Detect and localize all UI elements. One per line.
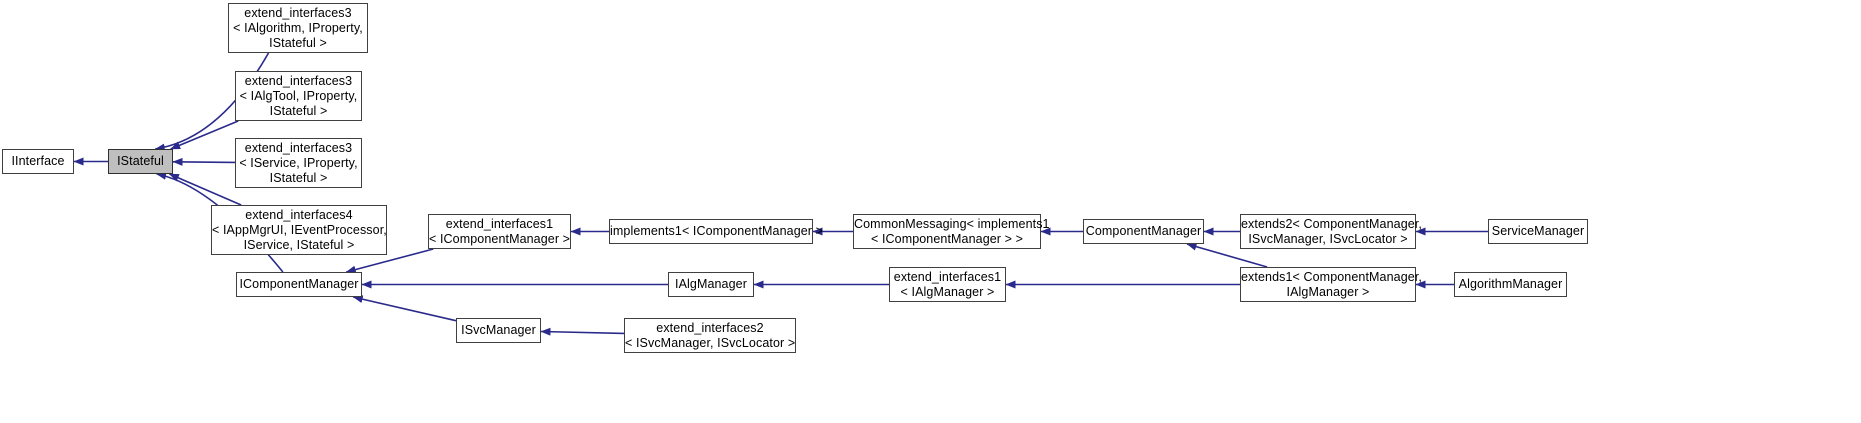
graph-node-algorithmmanager[interactable]: AlgorithmManager [1454,272,1567,297]
graph-node-extend_interfaces1_icomponentmanager[interactable]: extend_interfaces1 < IComponentManager > [428,214,571,249]
graph-node-label: extends1< ComponentManager, IAlgManager … [1241,269,1422,299]
graph-node-label: extend_interfaces1 < IComponentManager > [429,216,571,246]
graph-node-commonmessaging_implements1[interactable]: CommonMessaging< implements1 < IComponen… [853,214,1050,249]
graph-node-isvcmanager[interactable]: ISvcManager [456,318,541,343]
graph-node-extend_interfaces4_iappmgrui[interactable]: extend_interfaces4 < IAppMgrUI, IEventPr… [211,205,387,255]
graph-node-label: extends2< ComponentManager, ISvcManager,… [1241,216,1422,246]
graph-node-label: IStateful [117,154,164,168]
graph-node-label: CommonMessaging< implements1 < IComponen… [854,216,1050,246]
graph-node-extend_interfaces3_ialgtool[interactable]: extend_interfaces3 < IAlgTool, IProperty… [235,71,362,121]
graph-node-extend_interfaces3_iservice[interactable]: extend_interfaces3 < IService, IProperty… [235,138,362,188]
graph-node-label: ServiceManager [1491,224,1585,238]
graph-node-ialgmanager[interactable]: IAlgManager [668,272,754,297]
graph-node-label: extend_interfaces3 < IService, IProperty… [239,140,358,185]
graph-node-icomponentmanager[interactable]: IComponentManager [236,272,362,297]
edge-extend_interfaces3_ialgtool-to-istateful [170,120,239,150]
graph-node-label: AlgorithmManager [1458,277,1563,291]
graph-node-implements1_icomponentmanager[interactable]: implements1< IComponentManager > [609,219,824,244]
graph-node-label: IComponentManager [239,277,359,291]
graph-node-extends1_componentmanager[interactable]: extends1< ComponentManager, IAlgManager … [1240,267,1422,302]
edge-extend_interfaces4_iappmgrui-to-istateful [168,173,242,206]
graph-node-extend_interfaces3_ialgorithm[interactable]: extend_interfaces3 < IAlgorithm, IProper… [228,3,368,53]
graph-node-label: extend_interfaces2 < ISvcManager, ISvcLo… [625,320,796,350]
graph-node-servicemanager[interactable]: ServiceManager [1488,219,1588,244]
graph-node-label: extend_interfaces4 < IAppMgrUI, IEventPr… [212,207,387,252]
graph-node-label: IAlgManager [675,277,747,291]
graph-node-label: IInterface [11,154,65,168]
graph-node-iinterface[interactable]: IInterface [2,149,74,174]
graph-node-label: extend_interfaces3 < IAlgorithm, IProper… [233,5,363,50]
edge-isvcmanager-to-icomponentmanager [352,295,457,322]
graph-node-label: implements1< IComponentManager > [610,224,824,238]
graph-node-extends2_componentmanager[interactable]: extends2< ComponentManager, ISvcManager,… [1240,214,1422,249]
graph-node-extend_interfaces2_isvcmanager[interactable]: extend_interfaces2 < ISvcManager, ISvcLo… [624,318,796,353]
edge-extend_interfaces2_isvcmanager-to-isvcmanager [540,327,625,336]
graph-node-label: extend_interfaces1 < IAlgManager > [893,269,1002,299]
graph-node-componentmanager[interactable]: ComponentManager [1083,219,1204,244]
graph-node-extend_interfaces1_ialgmanager[interactable]: extend_interfaces1 < IAlgManager > [889,267,1006,302]
graph-node-label: ISvcManager [461,323,536,337]
graph-node-istateful[interactable]: IStateful [108,149,173,174]
edge-extend_interfaces3_iservice-to-istateful [172,157,236,166]
graph-node-label: extend_interfaces3 < IAlgTool, IProperty… [239,73,358,118]
graph-node-label: ComponentManager [1085,224,1202,238]
